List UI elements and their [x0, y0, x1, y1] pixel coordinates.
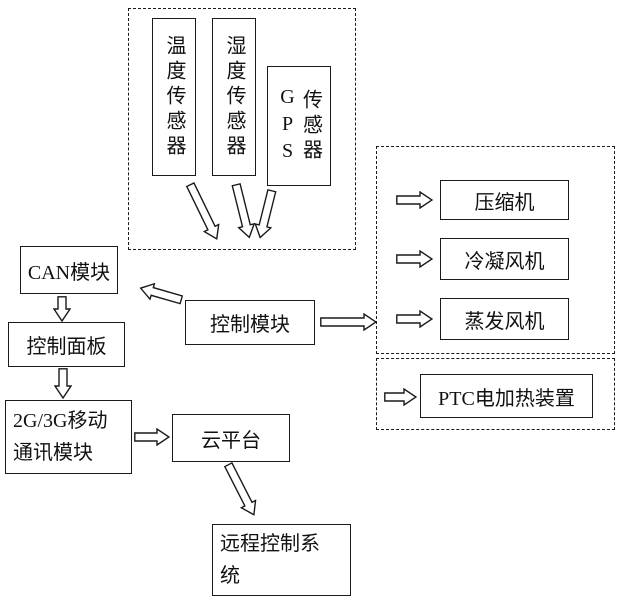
arrow-to-ptc-heater-icon [384, 388, 417, 406]
evaporating-fan-label: 蒸发风机 [464, 310, 545, 333]
comm-module-box: 2G/3G移动 通讯模块 [5, 400, 132, 474]
arrow-cloud-to-remote-icon [220, 460, 262, 520]
arrow-comm-to-cloud-icon [134, 428, 170, 446]
humidity-sensor-label: 湿度传感器 [223, 34, 245, 160]
arrow-panel-to-comm-icon [54, 368, 72, 399]
ptc-heater-label: PTC电加热装置 [438, 387, 575, 410]
comm-module-label-line2: 通讯模块 [13, 442, 93, 464]
comm-module-label-line1: 2G/3G移动 [13, 410, 108, 432]
control-module-box: 控制模块 [185, 300, 315, 345]
ptc-group-frame [376, 358, 615, 430]
compressor-box: 压缩机 [440, 180, 569, 220]
remote-system-label-line2: 统 [220, 565, 240, 587]
condensing-fan-label: 冷凝风机 [464, 250, 545, 273]
temperature-sensor-box: 温度传感器 [152, 18, 196, 176]
arrow-to-evaporating-fan-icon [396, 310, 433, 328]
arrow-control-to-actuators-icon [320, 313, 377, 331]
control-panel-box: 控制面板 [8, 322, 125, 367]
arrow-to-condensing-fan-icon [396, 250, 433, 268]
gps-sensor-label-cn: 传感器 [299, 88, 322, 164]
arrow-control-to-can-icon [137, 279, 184, 308]
arrow-gps-to-control-icon [251, 188, 281, 241]
evaporating-fan-box: 蒸发风机 [440, 298, 569, 340]
can-module-box: CAN模块 [20, 246, 118, 294]
condensing-fan-box: 冷凝风机 [440, 238, 569, 280]
can-module-label: CAN模块 [27, 261, 111, 284]
control-module-label: 控制模块 [210, 314, 290, 336]
temperature-sensor-label: 温度传感器 [163, 34, 185, 160]
remote-system-box: 远程控制系 统 [212, 524, 351, 596]
actuator-group-frame [376, 146, 615, 354]
control-panel-label: 控制面板 [26, 336, 107, 358]
compressor-label: 压缩机 [474, 191, 535, 214]
cloud-platform-box: 云平台 [172, 414, 290, 462]
remote-system-label-line1: 远程控制系 [220, 533, 320, 555]
humidity-sensor-box: 湿度传感器 [212, 18, 256, 176]
arrow-humidity-to-control-icon [227, 182, 258, 241]
arrow-to-compressor-icon [396, 191, 433, 209]
sensor-group-frame [128, 8, 356, 250]
ptc-heater-box: PTC电加热装置 [420, 374, 593, 418]
gps-sensor-label-latin: GPS [276, 85, 299, 167]
arrow-can-to-panel-icon [53, 296, 71, 322]
cloud-platform-label: 云平台 [201, 429, 261, 452]
arrow-temperature-to-control-icon [182, 180, 225, 244]
gps-sensor-box: GPS 传感器 [267, 66, 331, 186]
